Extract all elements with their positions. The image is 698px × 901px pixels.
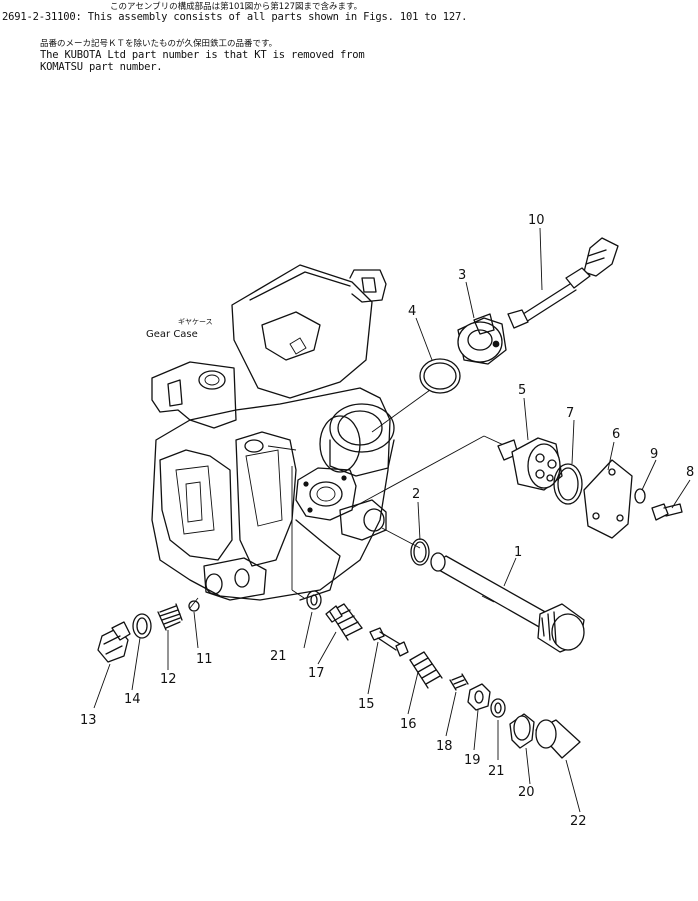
callout-10: 10 <box>528 213 545 228</box>
part-10-lever <box>507 237 619 329</box>
gear-case-label-jp: ギヤケース <box>178 318 213 326</box>
callout-4: 4 <box>408 304 416 319</box>
part-21-washer-lower <box>490 698 506 718</box>
callout-8: 8 <box>686 465 694 480</box>
part-11-ball <box>188 600 200 612</box>
part-9-washer <box>634 488 646 504</box>
part-16-spring <box>409 651 443 689</box>
callout-5: 5 <box>518 383 526 398</box>
part-13-plug <box>97 621 131 663</box>
gear-case-housing <box>151 264 395 601</box>
part-8-bolt <box>651 503 683 521</box>
callout-leader-lines <box>93 227 691 813</box>
callout-11: 11 <box>196 652 213 667</box>
gear-case-label: Gear Case <box>146 329 198 340</box>
callout-12: 12 <box>160 672 177 687</box>
callout-1: 1 <box>514 545 522 560</box>
part-14-gasket <box>132 613 152 639</box>
callout-14: 14 <box>124 692 141 707</box>
part-21-washer-upper <box>306 590 322 610</box>
callout-9: 9 <box>650 447 658 462</box>
callout-2: 2 <box>412 487 420 502</box>
callout-20: 20 <box>518 785 535 800</box>
part-1-spool <box>430 552 585 653</box>
callout-16: 16 <box>400 717 417 732</box>
part-5-valve-rotor <box>497 437 563 491</box>
part-2-o-ring <box>410 538 430 566</box>
part-6-cover-plate <box>583 459 633 539</box>
part-4-o-ring <box>419 358 461 394</box>
callout-7: 7 <box>566 406 574 421</box>
part-12-spring <box>157 603 183 631</box>
part-3-bushing <box>457 313 507 365</box>
part-18-spring <box>449 673 469 691</box>
callout-3: 3 <box>458 268 466 283</box>
callout-19: 19 <box>464 753 481 768</box>
part-20-plug <box>509 713 535 749</box>
callout-17: 17 <box>308 666 325 681</box>
part-19-nut <box>467 683 491 711</box>
header-kubota-note-line1: The KUBOTA Ltd part number is that KT is… <box>40 49 365 61</box>
header-jp-kubota-note: 品番のメーカ記号ＫＴを除いたものが久保田鉄工の品番です。 <box>40 39 278 49</box>
header-jp-assembly-note: このアセンブリの構成部品は第101図から第127図まで含みます。 <box>110 2 363 12</box>
header-assembly-note: 2691-2-31100: This assembly consists of … <box>2 11 468 23</box>
callout-numbers: 1 2 3 4 5 6 7 8 9 10 11 12 13 14 15 16 1… <box>80 213 694 829</box>
callout-21-upper: 21 <box>270 649 287 664</box>
callout-6: 6 <box>612 427 620 442</box>
part-17-spring <box>325 603 363 641</box>
header-kubota-note-line2: KOMATSU part number. <box>40 61 163 73</box>
callout-15: 15 <box>358 697 375 712</box>
callout-18: 18 <box>436 739 453 754</box>
callout-22: 22 <box>570 814 587 829</box>
part-22-cap <box>535 719 581 759</box>
part-7-o-ring <box>553 463 583 505</box>
part-15-pin <box>369 627 409 657</box>
callout-21-lower: 21 <box>488 764 505 779</box>
callout-13: 13 <box>80 713 97 728</box>
